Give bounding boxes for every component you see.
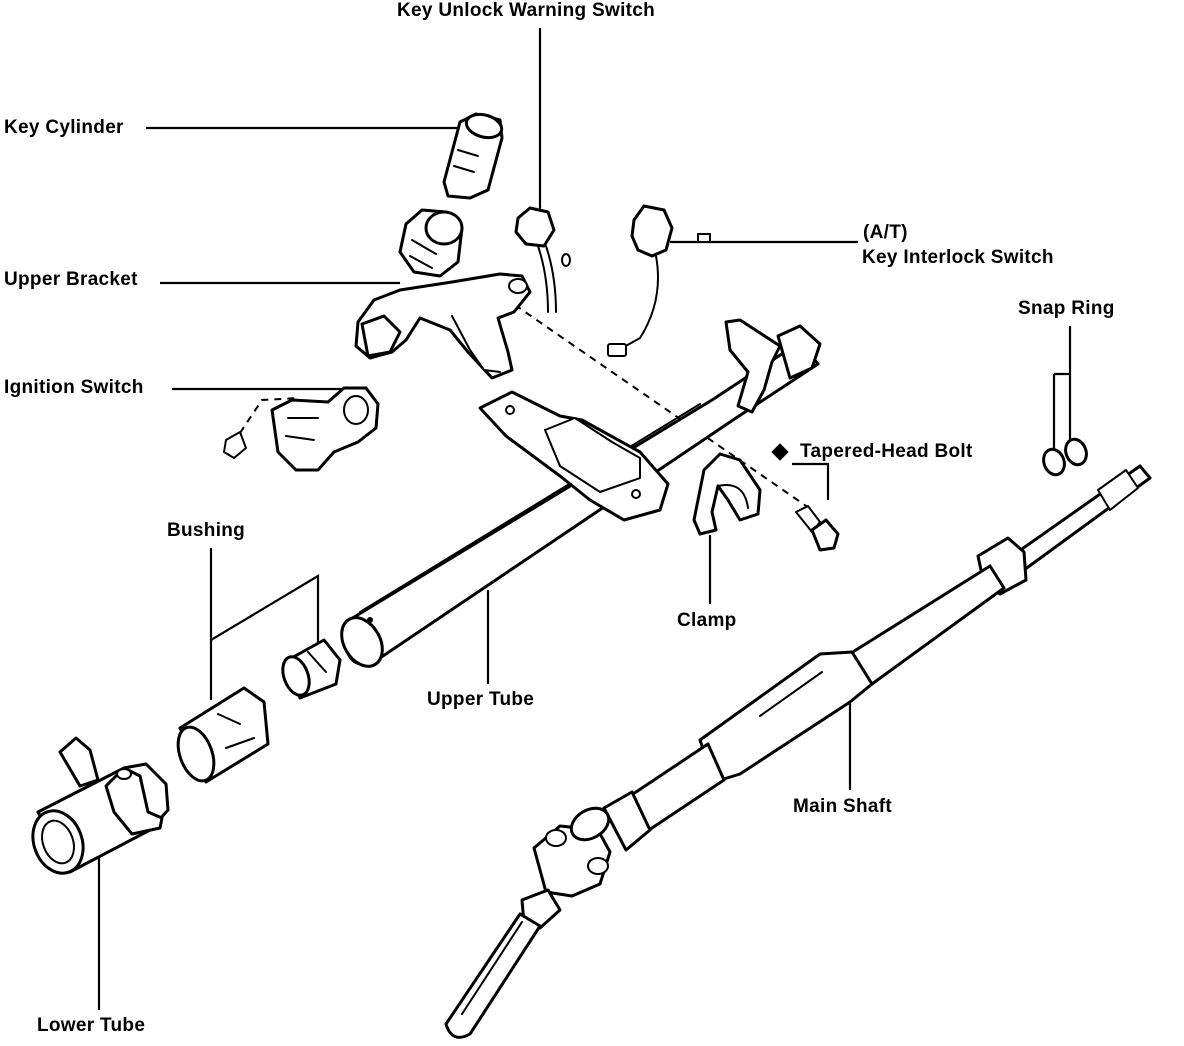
upper-bracket bbox=[354, 272, 532, 380]
label-snap-ring: Snap Ring bbox=[1018, 298, 1115, 319]
label-ignition-switch: Ignition Switch bbox=[4, 377, 144, 398]
ignition-switch bbox=[223, 386, 380, 472]
label-key-unlock-warning-switch: Key Unlock Warning Switch bbox=[397, 0, 656, 21]
lower-tube bbox=[31, 736, 170, 875]
diamond-marker-icon bbox=[771, 443, 789, 461]
ignition-screw-dashed-line bbox=[239, 397, 301, 434]
bolt-alignment-dashed-line bbox=[514, 304, 813, 511]
label-bushing: Bushing bbox=[167, 520, 246, 541]
label-key-interlock-switch: Key Interlock Switch bbox=[862, 247, 1054, 268]
label-upper-tube: Upper Tube bbox=[427, 689, 535, 710]
key-cylinder-housing bbox=[398, 208, 464, 278]
label-key-cylinder: Key Cylinder bbox=[4, 117, 124, 138]
label-upper-bracket: Upper Bracket bbox=[4, 269, 138, 290]
clamp bbox=[692, 452, 762, 536]
label-lower-tube: Lower Tube bbox=[37, 1015, 146, 1036]
key-interlock-switch bbox=[607, 204, 711, 357]
leader-tapered-head-bolt bbox=[792, 462, 830, 500]
tapered-head-bolt bbox=[771, 443, 840, 552]
main-shaft bbox=[444, 464, 1152, 1039]
bushing-large bbox=[176, 686, 270, 784]
label-at: (A/T) bbox=[863, 222, 908, 243]
leader-bushing bbox=[209, 548, 320, 700]
label-tapered-head-bolt: Tapered-Head Bolt bbox=[800, 441, 973, 462]
key-cylinder bbox=[442, 112, 504, 200]
label-clamp: Clamp bbox=[677, 610, 737, 631]
leader-snap-ring bbox=[1052, 326, 1072, 448]
bushing-small bbox=[281, 638, 342, 700]
upper-tube bbox=[340, 318, 822, 668]
label-main-shaft: Main Shaft bbox=[793, 796, 893, 817]
snap-ring bbox=[1042, 437, 1088, 477]
key-unlock-warning-switch bbox=[514, 206, 571, 313]
